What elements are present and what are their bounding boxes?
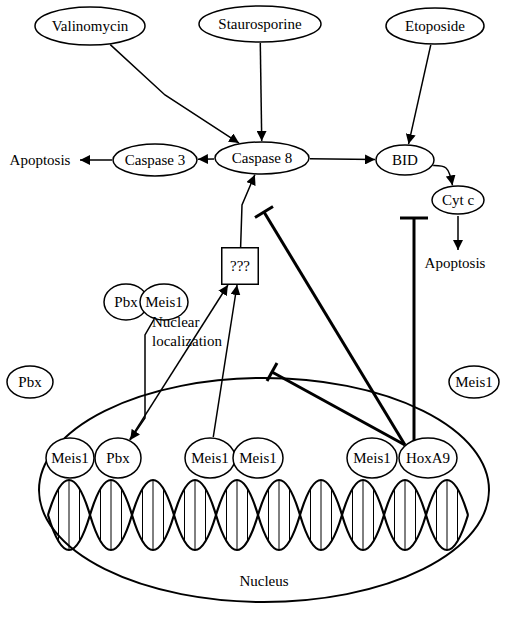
ellipse-outline — [347, 438, 397, 478]
node-label: Caspase 3 — [112, 143, 198, 177]
inhibition-line — [264, 212, 405, 445]
apoptosis-arrow — [80, 159, 112, 161]
pathway-arrow — [198, 158, 214, 160]
node-label: Valinomycin — [34, 6, 146, 46]
protein-ellipse: Meis1 — [45, 437, 95, 479]
ellipse-outline — [386, 8, 484, 44]
pathway-arrow — [241, 175, 255, 247]
node-label: Meis1 — [45, 437, 95, 479]
protein-ellipse: Caspase 8 — [214, 141, 310, 175]
protein-ellipse: Pbx — [6, 365, 54, 399]
protein-ellipse: BID — [375, 144, 435, 176]
edge-label: Nuclear localization — [152, 313, 236, 351]
inhibition-line — [272, 372, 405, 445]
node-label: Meis1 — [448, 365, 500, 399]
protein-ellipse: Meis1 — [346, 437, 398, 479]
node-label: HoxA9 — [398, 437, 458, 479]
node-label: Caspase 8 — [214, 141, 310, 175]
protein-ellipse: Caspase 3 — [112, 143, 198, 177]
ellipse-outline — [113, 144, 197, 176]
node-label: Staurosporine — [198, 5, 322, 43]
ellipse-outline — [399, 438, 457, 478]
ellipse-outline — [376, 145, 434, 175]
node-label: Etoposide — [385, 7, 485, 45]
pathway-arrow — [409, 45, 431, 144]
node-outline — [38, 377, 490, 603]
pathway-arrow — [310, 158, 375, 160]
protein-ellipse: Meis1 — [184, 437, 236, 479]
inhibition-bar — [400, 217, 428, 220]
node-label: Pbx — [94, 437, 142, 479]
ellipse-outline — [95, 438, 141, 478]
ellipse-outline — [449, 366, 499, 398]
ellipse-outline — [233, 438, 283, 478]
dna-strand — [48, 480, 468, 550]
node-label: BID — [375, 144, 435, 176]
dna-strand — [48, 480, 468, 550]
ellipse-outline — [215, 142, 309, 174]
outcome-label: Apoptosis — [425, 255, 486, 272]
apoptosis-arrow — [457, 216, 459, 250]
pathway-arrow — [260, 43, 261, 141]
protein-ellipse: HoxA9 — [398, 437, 458, 479]
pathway-arrow — [433, 165, 452, 185]
protein-ellipse: Valinomycin — [34, 6, 146, 46]
node-label: Cyt c — [431, 185, 485, 215]
ellipse-outline — [39, 378, 489, 602]
box-outline — [222, 248, 259, 285]
protein-ellipse: Meis1 — [448, 365, 500, 399]
nucleus-compartment: NucleusMeis1PbxMeis1Meis1Meis1HoxA9 — [38, 377, 490, 603]
ellipse-outline — [185, 438, 235, 478]
protein-ellipse: Meis1 — [232, 437, 284, 479]
pathway-arrow — [110, 45, 239, 143]
compartment-label: Nucleus — [38, 573, 490, 590]
node-label: Pbx — [6, 365, 54, 399]
node-label: ??? — [221, 247, 259, 285]
node-label: Meis1 — [184, 437, 236, 479]
ellipse-outline — [7, 366, 53, 398]
protein-ellipse: Staurosporine — [198, 5, 322, 43]
protein-ellipse: Cyt c — [431, 185, 485, 215]
node-label: Meis1 — [346, 437, 398, 479]
node-label: Meis1 — [232, 437, 284, 479]
protein-ellipse: Etoposide — [385, 7, 485, 45]
pathway-arrow — [130, 319, 154, 440]
ellipse-outline — [46, 438, 94, 478]
protein-ellipse: Pbx — [94, 437, 142, 479]
inhibition-bar — [255, 207, 273, 218]
outcome-label: Apoptosis — [10, 152, 71, 169]
ellipse-outline — [199, 6, 321, 42]
pathway-arrow — [213, 285, 237, 437]
ellipse-outline — [35, 7, 145, 45]
inhibition-line — [413, 218, 416, 445]
unknown-factor-box: ??? — [221, 247, 259, 285]
ellipse-outline — [432, 186, 484, 214]
dna-rungs — [59, 480, 458, 550]
